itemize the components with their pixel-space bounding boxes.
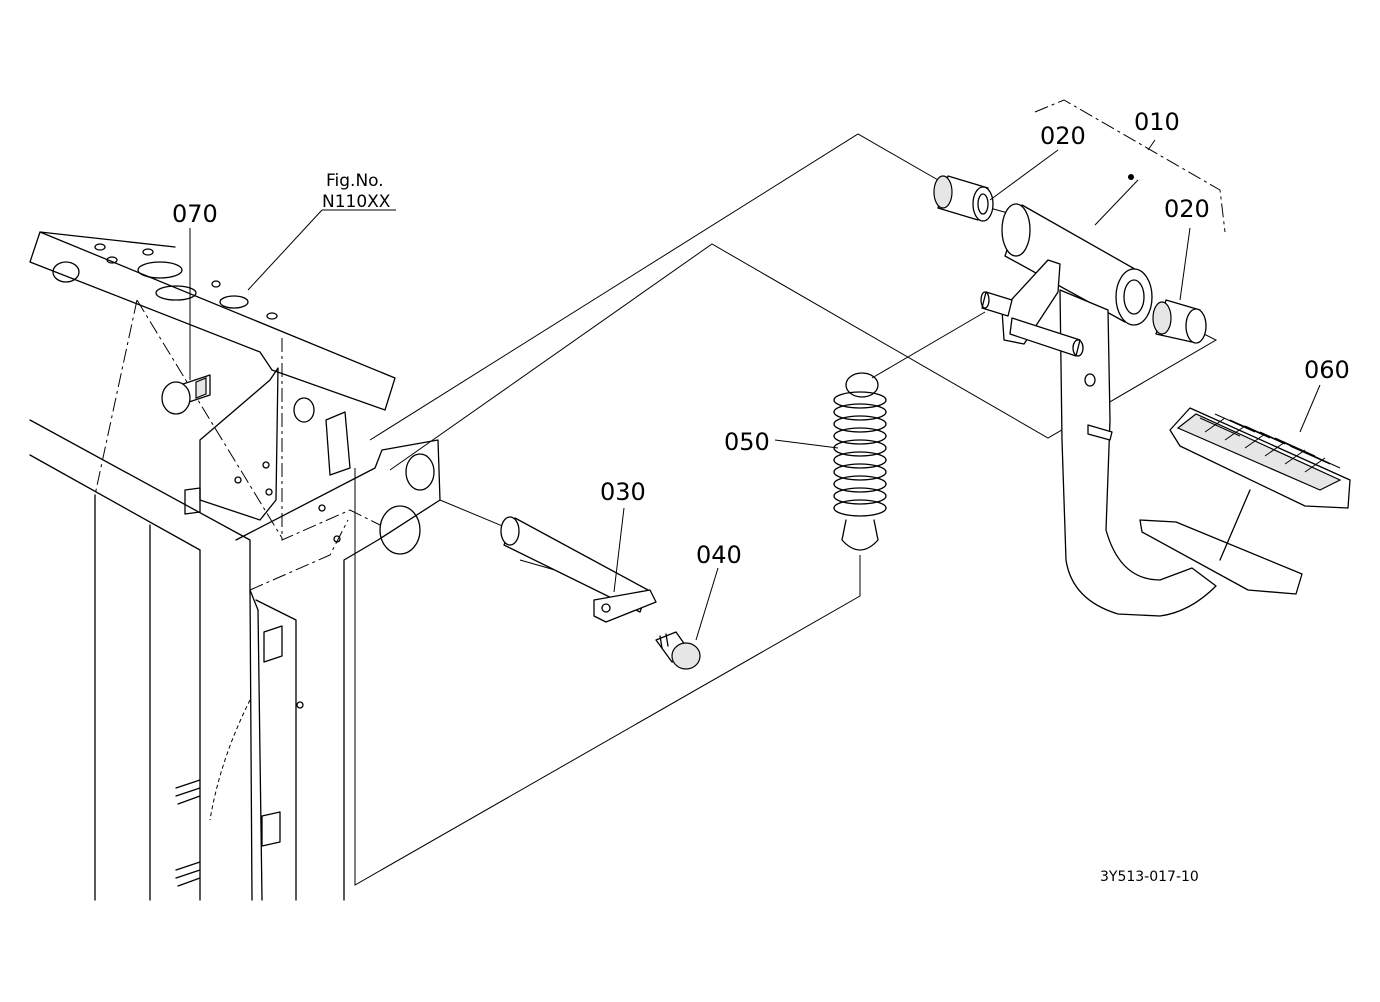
- callout-050: 050: [724, 428, 770, 456]
- part-040-bolt: [655, 631, 701, 670]
- part-010-pedal-arm: [980, 203, 1303, 617]
- part-020-bushing-left: [933, 175, 994, 222]
- part-020-bushing-right: [1152, 299, 1207, 344]
- assembly-leader-lines: [354, 99, 1226, 886]
- part-030-pivot-shaft: [500, 516, 657, 623]
- figure-ref-line1: Fig.No.: [326, 171, 384, 191]
- frame-chassis: [29, 231, 441, 901]
- callout-070: 070: [172, 200, 218, 228]
- part-060-pedal-pad: [1169, 407, 1351, 561]
- drawing-code: 3Y513-017-10: [1100, 869, 1199, 885]
- callout-060: 060: [1304, 356, 1350, 384]
- callout-020-right: 020: [1164, 195, 1210, 223]
- callout-030: 030: [600, 478, 646, 506]
- part-070-stopper-bolt: [161, 374, 211, 415]
- part-050-return-spring: [833, 372, 887, 551]
- callout-020-left: 020: [1040, 122, 1086, 150]
- figure-ref-line2: N110XX: [322, 192, 391, 212]
- callout-040: 040: [696, 541, 742, 569]
- callout-leaders: [189, 139, 1321, 641]
- callout-010: 010: [1134, 108, 1180, 136]
